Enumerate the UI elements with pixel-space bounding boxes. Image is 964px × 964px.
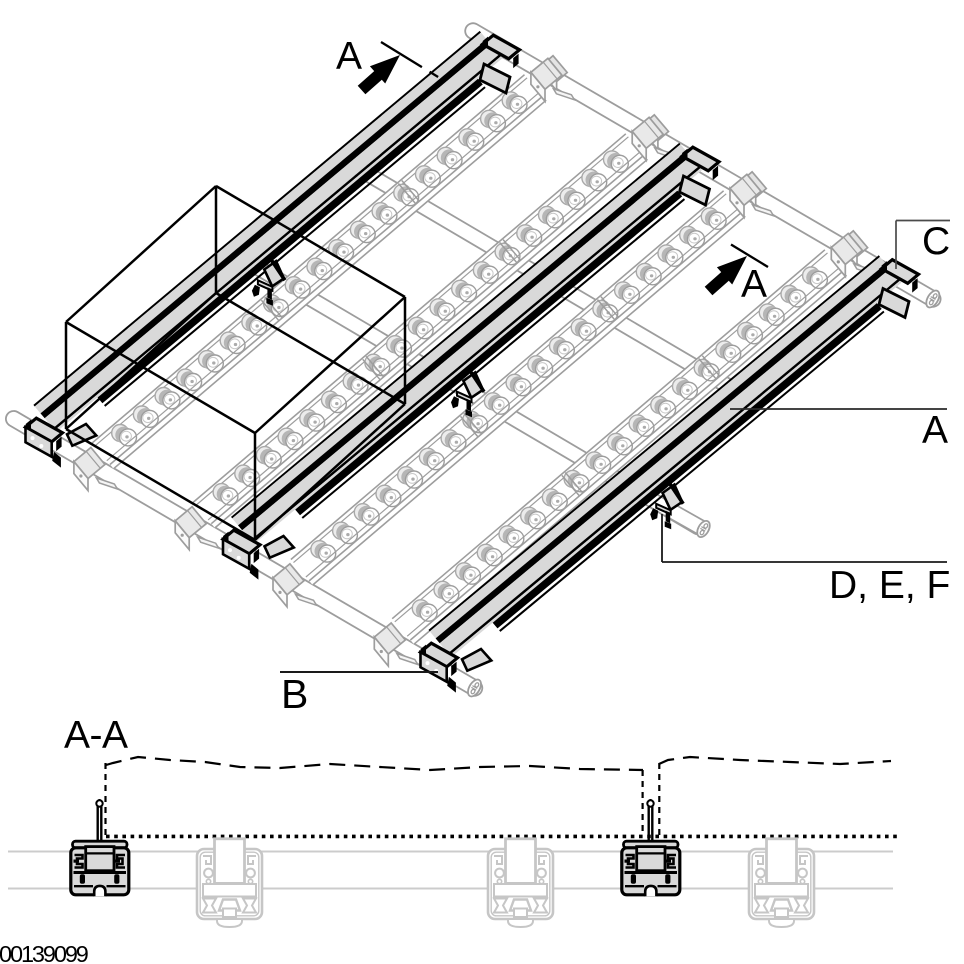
svg-text:B: B (281, 671, 308, 717)
svg-text:A: A (741, 263, 767, 306)
svg-text:A: A (922, 409, 948, 452)
svg-text:00139099: 00139099 (0, 941, 88, 964)
svg-text:A-A: A-A (64, 714, 128, 757)
svg-text:C: C (922, 220, 950, 263)
svg-text:A: A (336, 35, 362, 78)
svg-text:D, E, F: D, E, F (829, 564, 950, 607)
